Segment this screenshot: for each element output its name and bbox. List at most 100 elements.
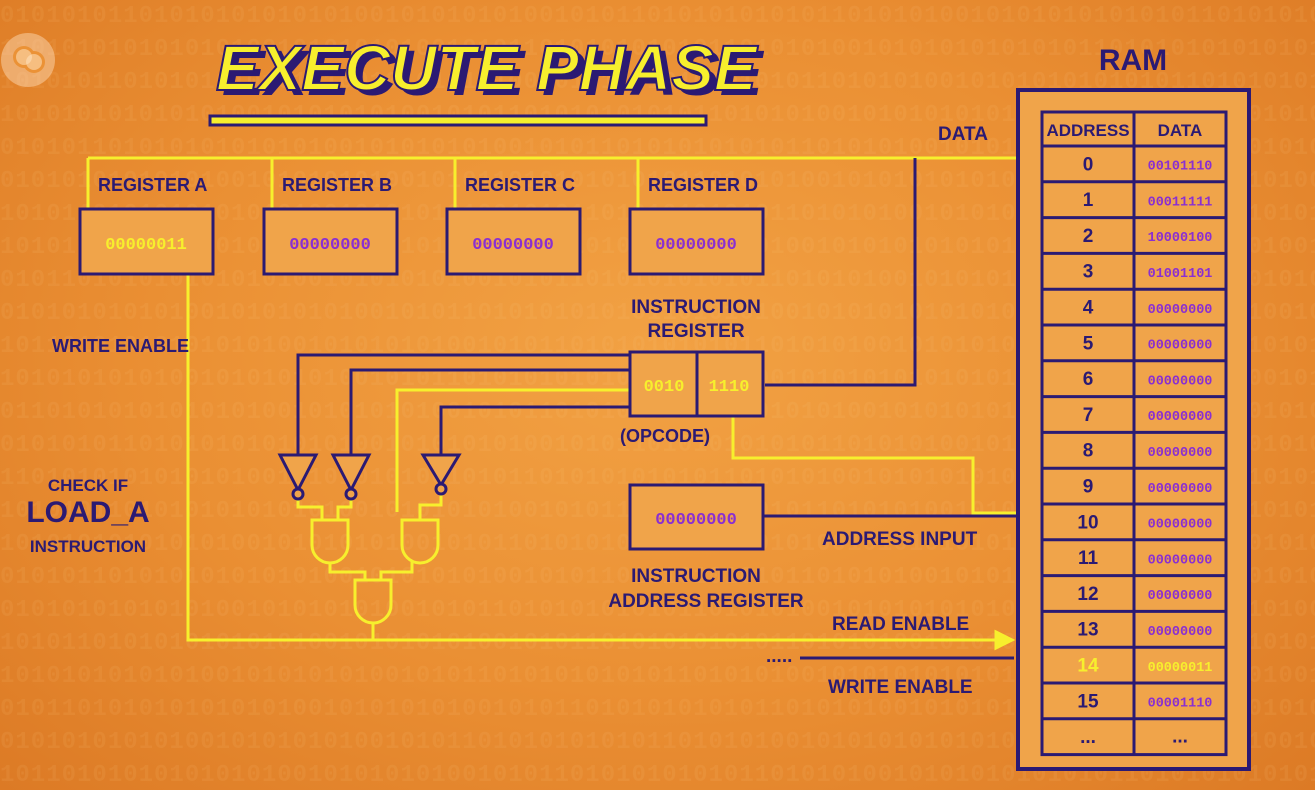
register-d-value: 00000000 [655, 236, 737, 255]
ram-row-address: 5 [1083, 333, 1094, 354]
page-title: EXECUTE PHASE [216, 32, 759, 104]
opcode-wire-1 [349, 368, 630, 455]
ram-row-address: 8 [1083, 441, 1094, 462]
ram-row-data: 00000000 [1148, 303, 1213, 318]
register-d-label: REGISTER D [648, 175, 758, 195]
register-a: REGISTER A 00000011 [78, 175, 215, 276]
ram-row-data: 10000100 [1148, 231, 1213, 246]
ram-row-data: 00000000 [1148, 482, 1213, 497]
and1-out-wire [328, 562, 367, 580]
ram-row-address: 6 [1083, 369, 1094, 390]
ram-row-data: 00000000 [1148, 410, 1213, 425]
register-b-label: REGISTER B [282, 175, 392, 195]
register-b: REGISTER B 00000000 [262, 175, 399, 276]
address-bits-wire [731, 416, 1018, 515]
ram-row-address: 2 [1083, 226, 1094, 247]
opcode-wire-3 [439, 405, 630, 455]
write-enable-right-label: WRITE ENABLE [828, 677, 973, 698]
right-labels: DATA ADDRESS INPUT READ ENABLE WRITE ENA… [766, 124, 988, 698]
ram-row: 15 00001110 [1077, 691, 1212, 712]
address-bits-value: 1110 [709, 378, 750, 397]
instruction-register: INSTRUCTION REGISTER 0010 1110 (OPCODE) [620, 297, 765, 446]
wires-yellow [86, 156, 1018, 651]
ram-row-data: 00000000 [1148, 339, 1213, 354]
data-label: DATA [938, 124, 988, 145]
ram-row: 3 01001101 [1083, 262, 1213, 283]
register-a-label: REGISTER A [98, 175, 207, 195]
register-c-label: REGISTER C [465, 175, 575, 195]
instruction-register-label-2: REGISTER [647, 321, 744, 342]
ram-row-address: 12 [1077, 584, 1098, 605]
ram-row-address: 3 [1083, 262, 1094, 283]
check-if-label: CHECK IF [48, 476, 128, 495]
ram-row: ...... [1080, 726, 1188, 748]
opcode-wire-2 [395, 388, 630, 512]
write-enable-left-label: WRITE ENABLE [52, 336, 189, 356]
inv-a-out-wire [296, 499, 324, 520]
ram-row: 9 00000000 [1083, 477, 1213, 498]
instruction-register-label-1: INSTRUCTION [631, 297, 761, 318]
ram-row-data: 00011111 [1148, 195, 1213, 210]
load-a-label: LOAD_A [26, 496, 149, 529]
register-b-value: 00000000 [289, 236, 371, 255]
dotted-indicator: ..... [766, 646, 792, 667]
ram-row-address: 13 [1077, 620, 1098, 641]
ram-row: 5 00000000 [1083, 333, 1213, 354]
ram-row-address: 1 [1083, 190, 1094, 211]
ram-row-address: 15 [1077, 691, 1099, 712]
ram-row-address: 14 [1077, 656, 1099, 677]
and2-out-wire [379, 562, 414, 580]
ram-row-address: ... [1080, 727, 1096, 748]
ram-table: ADDRESS DATA 0 00101110 1 00011111 2 10000100 3 0… [1040, 110, 1228, 757]
pbs-logo-icon [1, 33, 55, 87]
ram-header-address: ADDRESS [1046, 121, 1129, 140]
ram-row-data: 00101110 [1148, 160, 1213, 175]
register-d: REGISTER D 00000000 [628, 175, 765, 276]
ram-row-data: 01001101 [1148, 267, 1213, 282]
ram-row-data: 00001110 [1148, 697, 1213, 712]
ram-header-data: DATA [1158, 121, 1203, 140]
ram-row: 11 00000000 [1078, 548, 1212, 569]
and-gate-2 [400, 518, 440, 565]
ram-row: 12 00000000 [1077, 584, 1212, 605]
opcode-label: (OPCODE) [620, 426, 710, 446]
opcode-value: 0010 [644, 378, 685, 397]
ram-row: 1 00011111 [1083, 190, 1213, 211]
wires-blue [296, 158, 1018, 660]
not-gate-3 [420, 453, 462, 496]
opcode-wire-0 [296, 353, 630, 455]
ram-row: 2 10000100 [1083, 226, 1213, 247]
ram-row-address: 0 [1083, 154, 1094, 175]
write-enable-a-wire [186, 274, 1000, 642]
instruction-address-label-2: ADDRESS REGISTER [608, 591, 804, 612]
ram-row-data: 00000011 [1148, 661, 1213, 676]
register-a-value: 00000011 [105, 236, 187, 255]
ram-row: 0 00101110 [1083, 154, 1213, 175]
left-labels: WRITE ENABLE CHECK IF LOAD_A INSTRUCTION [26, 336, 189, 556]
ram-row-address: 7 [1083, 405, 1094, 426]
logic-gates [277, 453, 462, 625]
inv-c-out-wire [418, 493, 443, 520]
ram-row-data: 00000000 [1148, 625, 1213, 640]
ram-row-data: 00000000 [1148, 553, 1213, 568]
ram-row-address: 11 [1078, 548, 1099, 569]
instruction-check-label: INSTRUCTION [30, 537, 146, 556]
inv-b-out-wire [336, 499, 353, 520]
title-underline [208, 114, 708, 127]
title-group: EXECUTE PHASE EXECUTE PHASE [208, 31, 765, 127]
ram-row-data: 00000000 [1148, 374, 1213, 389]
ram-data-out-wire [765, 158, 917, 387]
ram-row-address: 9 [1083, 477, 1094, 498]
ram-row-data: 00000000 [1148, 589, 1213, 604]
register-c: REGISTER C 00000000 [445, 175, 582, 276]
instruction-address-label-1: INSTRUCTION [631, 566, 761, 587]
ram-row: 7 00000000 [1083, 405, 1213, 426]
ram-row-data: 00000000 [1148, 518, 1213, 533]
address-input-label: ADDRESS INPUT [822, 529, 978, 550]
ram-row-data: ... [1172, 726, 1188, 747]
read-enable-label: READ ENABLE [832, 614, 969, 635]
